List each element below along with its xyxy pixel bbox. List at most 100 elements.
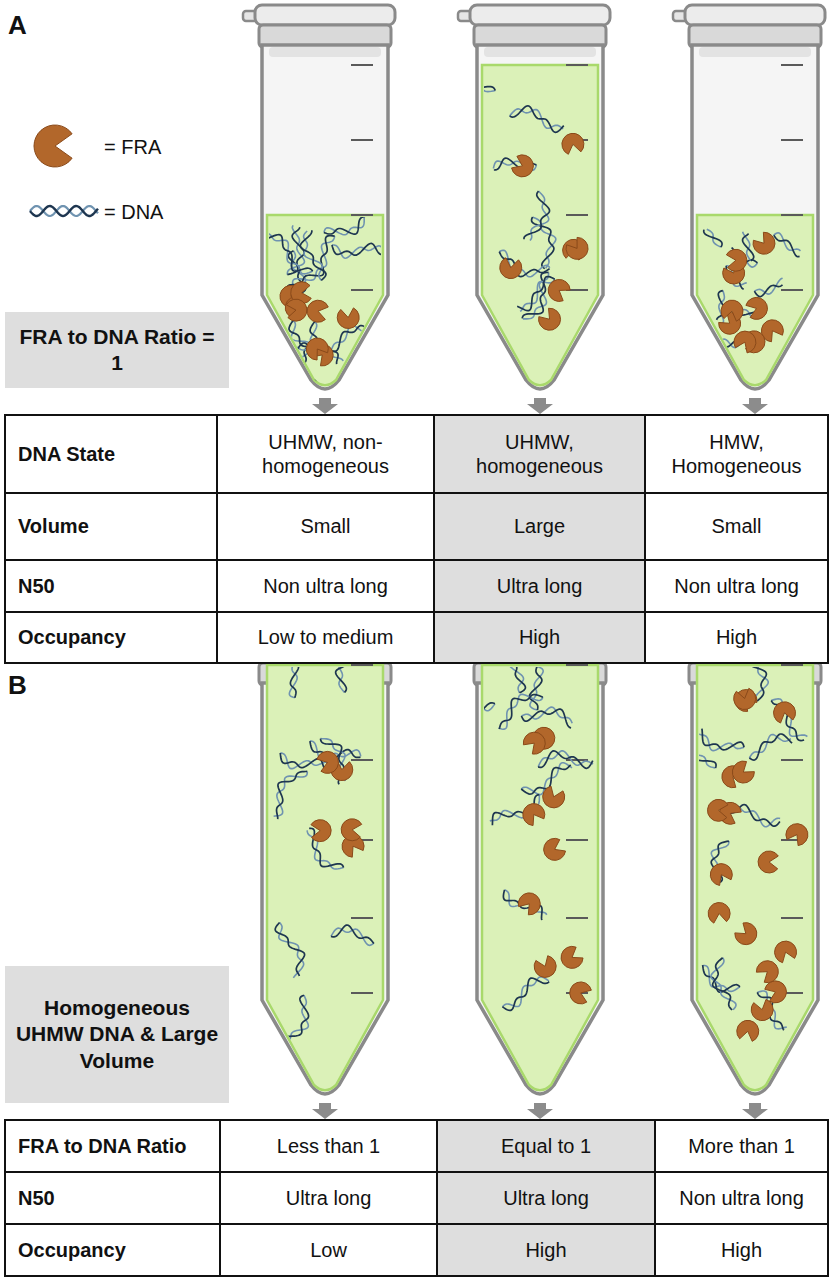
tube-body <box>477 45 603 389</box>
cell-text: UHMW, homogeneous <box>443 430 636 479</box>
tube <box>439 643 610 1119</box>
table-cell: Low <box>219 1223 438 1277</box>
dna-strand <box>532 217 554 269</box>
tube-cap <box>470 5 610 25</box>
tube-contents <box>273 650 373 1047</box>
dna-strand <box>749 734 791 757</box>
cell-text: Less than 1 <box>277 1134 380 1158</box>
dna-strand <box>499 694 543 729</box>
cell-text: Equal to 1 <box>501 1134 591 1158</box>
graduation-mark <box>351 759 373 761</box>
tube <box>243 5 402 417</box>
cell-text: UHMW, non-homogeneous <box>226 430 425 479</box>
dna-strand <box>280 995 308 1047</box>
cell-text: Ultra long <box>503 1186 589 1210</box>
label-box: Homogeneous UHMW DNA & Large Volume <box>5 966 229 1103</box>
fra-enzyme <box>721 300 743 321</box>
dna-strand <box>439 688 495 711</box>
graduation-mark <box>566 664 588 666</box>
graduation-mark <box>351 992 373 994</box>
cell-text: N50 <box>18 574 55 598</box>
cell-text: Small <box>711 514 761 538</box>
graduation-mark <box>781 64 803 66</box>
legend-swatches <box>30 125 98 216</box>
graduation-mark <box>781 214 803 216</box>
table-cell: Less than 1 <box>219 1119 438 1173</box>
cell-text: Ultra long <box>286 1186 372 1210</box>
dna-strand <box>774 235 800 257</box>
dna-strand <box>275 922 304 976</box>
table-cell: N50 <box>4 559 218 613</box>
dna-strand <box>331 925 374 943</box>
box-text: Homogeneous UHMW DNA & Large Volume <box>15 995 219 1074</box>
fra-enzyme <box>539 308 561 330</box>
liquid <box>482 665 598 1090</box>
tube-cap <box>685 5 825 25</box>
tube-inner-rim <box>699 47 811 57</box>
dna-strand <box>704 230 722 248</box>
graduation-mark <box>566 214 588 216</box>
fra-enzyme <box>534 956 556 978</box>
graduation-mark <box>351 64 373 66</box>
fra-enzyme <box>775 941 797 963</box>
liquid <box>482 65 598 385</box>
cell-text: More than 1 <box>688 1134 795 1158</box>
down-arrow <box>742 398 768 414</box>
table-cell: Non ultra long <box>644 559 829 613</box>
graduation-mark <box>351 139 373 141</box>
fra-enzyme <box>746 297 768 319</box>
table-cell: Small <box>216 492 435 561</box>
table-cell: HMW, Homogeneous <box>644 414 829 494</box>
dna-strand <box>503 890 542 920</box>
dna-strand <box>324 205 377 235</box>
dna-strand <box>521 709 571 728</box>
tube <box>243 643 395 1119</box>
dna-strand <box>524 657 542 710</box>
dna-strand <box>538 751 593 768</box>
fra-enzyme <box>756 961 778 983</box>
table-cell: UHMW, homogeneous <box>433 414 646 494</box>
table-cell: More than 1 <box>654 1119 829 1173</box>
graduation-mark <box>566 64 588 66</box>
dna-strand <box>332 243 401 270</box>
cell-text: Non ultra long <box>674 574 799 598</box>
cell-text: Low to medium <box>258 625 394 649</box>
table-cell: High <box>644 611 829 664</box>
dna-strand <box>688 718 716 768</box>
cell-text: HMW, Homogeneous <box>654 430 819 479</box>
table-cell: Ultra long <box>219 1171 438 1225</box>
cell-text: DNA State <box>18 442 115 466</box>
cell-text: High <box>525 1238 566 1262</box>
fra-enzyme <box>500 258 522 279</box>
graduation-mark <box>351 917 373 919</box>
cell-text: Low <box>310 1238 347 1262</box>
fra-enzyme <box>786 824 808 846</box>
dna-strand <box>287 225 304 274</box>
dna-strand <box>771 701 804 741</box>
panel-letter: A <box>8 12 27 38</box>
tube-inner-rim <box>484 47 596 57</box>
fra-enzyme <box>734 688 756 709</box>
dna-strand <box>300 230 326 280</box>
down-arrow <box>312 398 338 414</box>
cell-text: High <box>721 1238 762 1262</box>
cell-text: Ultra long <box>497 574 583 598</box>
table-cell: High <box>433 611 646 664</box>
fra-enzyme <box>548 279 570 301</box>
tube-contents <box>687 656 808 1042</box>
graduation-mark <box>781 759 803 761</box>
graduation-mark <box>781 917 803 919</box>
fra-enzyme <box>758 851 778 873</box>
fra-enzyme <box>341 819 362 841</box>
table-cell: Non ultra long <box>654 1171 829 1225</box>
cell-text: Non ultra long <box>263 574 388 598</box>
fra-enzyme <box>523 732 545 754</box>
table-cell: Low to medium <box>216 611 435 664</box>
dna-strand <box>277 995 308 1044</box>
table-cell: Occupancy <box>4 611 218 664</box>
graduation-mark <box>566 917 588 919</box>
cell-text: Small <box>300 514 350 538</box>
table-cell: Equal to 1 <box>436 1119 656 1173</box>
label-box: FRA to DNA Ratio = 1 <box>5 312 229 388</box>
table-cell: High <box>654 1223 829 1277</box>
